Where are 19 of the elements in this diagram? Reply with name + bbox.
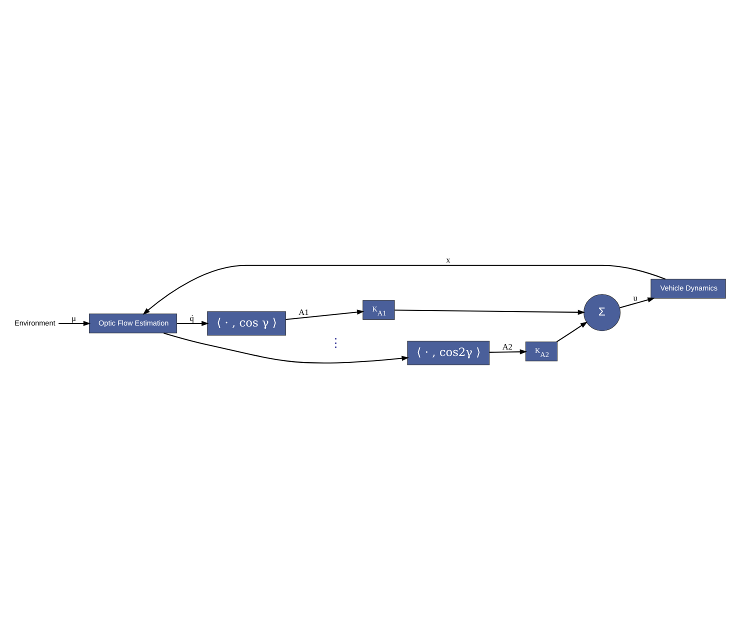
node-circle: Σ	[584, 294, 621, 331]
arrow	[556, 321, 588, 342]
node-box: ⟨ · , cos2γ ⟩	[407, 340, 490, 365]
node-box: ⟨ · , cos γ ⟩	[207, 310, 286, 336]
edge-label: u	[633, 293, 638, 302]
edge-label: q̇	[190, 313, 194, 322]
arrow	[58, 320, 91, 326]
arrow	[176, 320, 209, 326]
label: ⋮	[329, 335, 342, 350]
arrow	[394, 309, 586, 314]
arrow	[489, 348, 528, 354]
arrow	[286, 309, 364, 320]
arrow	[620, 296, 655, 308]
edge-label: x	[446, 255, 450, 264]
edge-label: A1	[298, 308, 309, 317]
edge-label: μ	[72, 313, 76, 322]
edge-label: A2	[502, 342, 512, 351]
arrow	[164, 332, 409, 364]
arrow	[142, 264, 666, 314]
